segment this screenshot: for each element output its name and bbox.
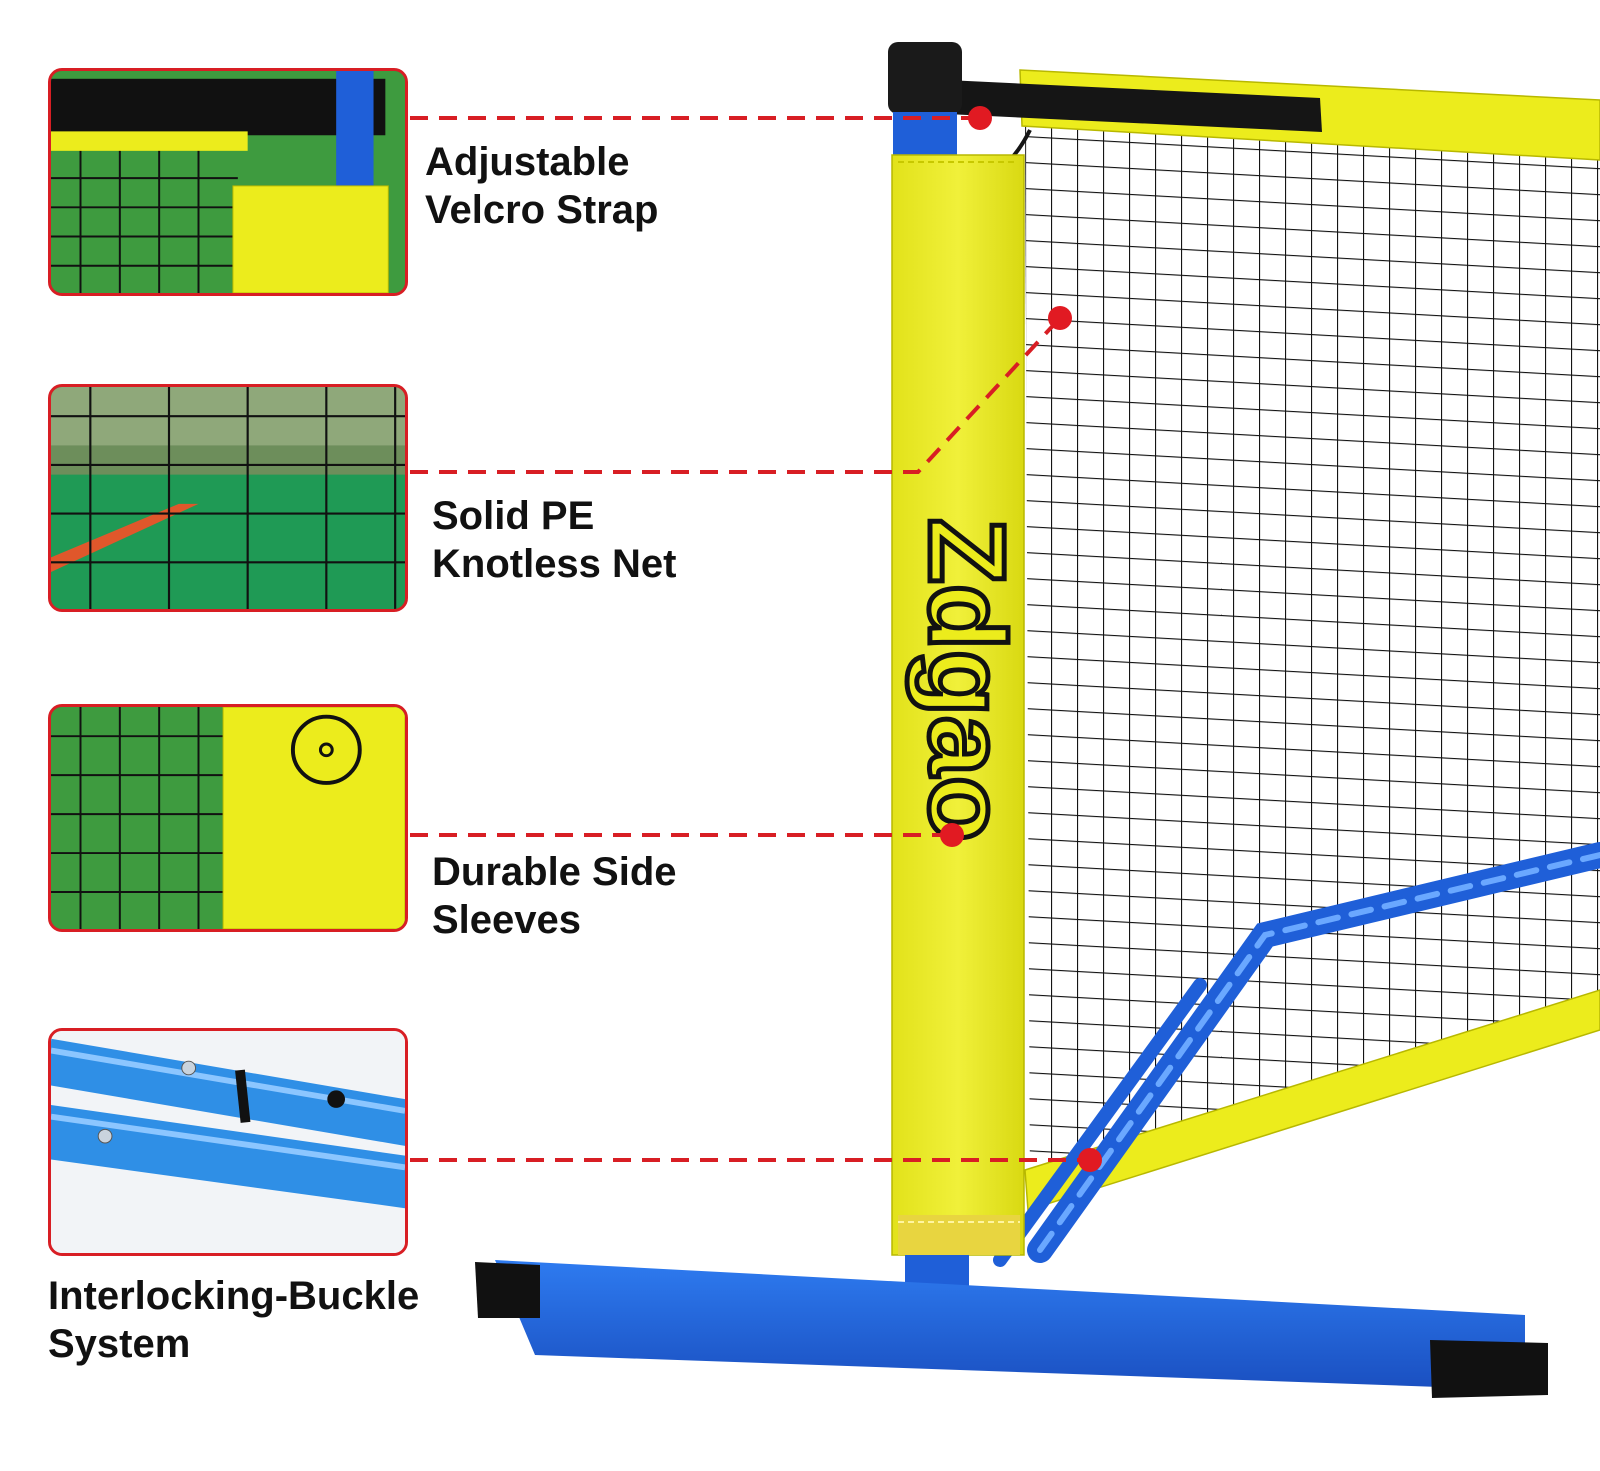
callout-lines	[410, 116, 1090, 1162]
thumb-side-sleeves	[48, 704, 408, 932]
label-buckle-system: Interlocking-Buckle System	[48, 1274, 420, 1366]
thumb-knotless-net	[48, 384, 408, 612]
label-velcro-strap: Adjustable Velcro Strap	[425, 140, 659, 232]
brand-logo: Zdgao	[907, 518, 1028, 842]
thumb-velcro-strap	[48, 68, 408, 296]
net-bottom-band	[1024, 989, 1600, 1211]
callout-dot-velcro	[968, 106, 992, 130]
pole-cap	[888, 42, 962, 114]
callout-dot-buckle	[1078, 1148, 1102, 1172]
callout-dot-net	[1048, 306, 1072, 330]
pole-top-blue	[893, 112, 957, 162]
base-stand	[475, 1260, 1548, 1398]
support-frame	[993, 842, 1600, 1267]
callout-dots	[940, 106, 1102, 1172]
callout-dot-sleeve	[940, 823, 964, 847]
label-knotless-net: Solid PE Knotless Net	[432, 494, 677, 586]
thumb-buckle-system	[48, 1028, 408, 1256]
side-sleeve	[891, 154, 1025, 1256]
label-side-sleeves: Durable Side Sleeves	[432, 850, 677, 942]
